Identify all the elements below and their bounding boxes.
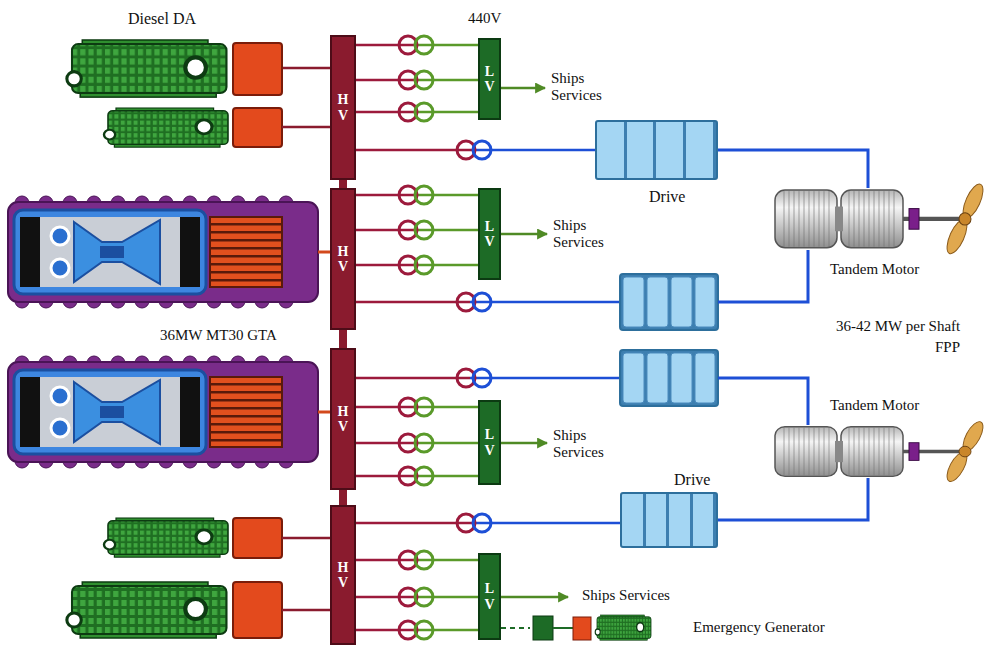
transformer-winding	[473, 369, 491, 387]
transformer-winding	[473, 514, 491, 532]
tandem-motor: Tandem Motor	[775, 425, 905, 478]
tandem-motor	[775, 181, 987, 256]
gas-turbine-alternator	[8, 356, 318, 468]
lv-switchboard: L V	[478, 553, 501, 640]
transformer-winding	[415, 398, 433, 416]
generator-rating: 36MW MT30 GTA	[160, 327, 277, 344]
feeder-line	[356, 301, 470, 304]
component-label: Drive	[649, 188, 685, 206]
alternator	[233, 582, 282, 638]
component-label: Emergency Generator	[693, 619, 825, 636]
transformer-winding	[415, 551, 433, 569]
alternator	[573, 617, 591, 640]
bus-label: H V	[336, 404, 350, 435]
component-label: Drive	[674, 471, 710, 489]
shaft-rating: 36-42 MW per Shaft	[836, 318, 960, 335]
feeder-line	[318, 411, 330, 414]
transformer-winding	[415, 621, 433, 639]
transformer-winding	[415, 467, 433, 485]
feeder-line	[356, 377, 470, 380]
power-cable	[356, 522, 620, 525]
power-cable	[501, 627, 530, 629]
alternator	[233, 518, 282, 558]
bus-tie	[339, 328, 347, 350]
lv-switchboard: L V	[478, 188, 501, 280]
alternator	[233, 43, 282, 95]
drive-unit: Drive	[620, 492, 718, 548]
tandem-motor	[775, 419, 987, 484]
service-label: Ships Services	[582, 587, 670, 604]
emergency-generator: Emergency Generator	[530, 612, 652, 642]
hv-switchboard: H V	[330, 35, 356, 180]
bus-label: L V	[483, 64, 497, 95]
feeder-line	[282, 609, 330, 612]
diesel-engine	[67, 582, 227, 638]
service-arrow	[501, 442, 547, 445]
transformer-winding	[473, 141, 491, 159]
transformer-winding	[415, 588, 433, 606]
bus-label: H V	[336, 92, 350, 123]
motor-cable	[718, 250, 808, 302]
alternator	[233, 108, 282, 147]
service-label: Ships Services	[553, 427, 625, 462]
transformer-winding	[415, 256, 433, 274]
diesel-engine	[104, 108, 228, 147]
service-arrow	[501, 233, 547, 236]
hv-switchboard: H V	[330, 348, 356, 490]
power-cable	[718, 150, 868, 188]
motor-cable	[718, 378, 808, 425]
tandem-motor: Tandem Motor	[775, 188, 905, 250]
transformer-winding	[473, 293, 491, 311]
component-label: Diesel DA	[128, 10, 196, 28]
bus-label: H V	[336, 560, 350, 591]
bus-label: L V	[483, 427, 497, 458]
transformer-winding	[415, 434, 433, 452]
transformer-winding	[415, 186, 433, 204]
voltage-label: 440V	[468, 10, 501, 27]
transformer-winding	[415, 103, 433, 121]
drive-unit	[620, 274, 718, 330]
diesel-generator: Diesel DA	[70, 40, 283, 98]
lv-switchboard: L V	[478, 38, 501, 120]
feeder-line	[282, 537, 330, 540]
drive-unit	[620, 350, 718, 406]
drive-unit: Drive	[595, 120, 718, 180]
gas-turbine-alternator	[8, 196, 318, 308]
component-label: Tandem Motor	[830, 397, 919, 414]
hv-switchboard: H V	[330, 188, 356, 330]
feeder-line	[282, 126, 330, 129]
diesel-engine	[67, 40, 227, 97]
feeder-line	[553, 627, 573, 629]
service-arrow	[501, 87, 545, 90]
diesel-engine	[104, 518, 228, 557]
service-label: Ships Services	[551, 70, 623, 105]
bus-label: L V	[483, 219, 497, 250]
propeller-type: FPP	[935, 339, 960, 356]
service-arrow	[501, 596, 568, 599]
power-cable	[283, 67, 330, 70]
emergency-switchboard	[533, 616, 553, 640]
diesel-engine	[595, 615, 651, 640]
transformer-winding	[415, 71, 433, 89]
feeder-line	[318, 251, 330, 254]
lv-switchboard: L V	[478, 400, 501, 485]
power-cable	[718, 478, 868, 520]
bus-label: L V	[483, 581, 497, 612]
transformer-winding	[415, 36, 433, 54]
hv-switchboard: H V	[330, 505, 356, 645]
component-label: Tandem Motor	[830, 261, 919, 278]
service-label: Ships Services	[553, 217, 625, 252]
transformer-winding	[415, 221, 433, 239]
bus-label: H V	[336, 244, 350, 275]
